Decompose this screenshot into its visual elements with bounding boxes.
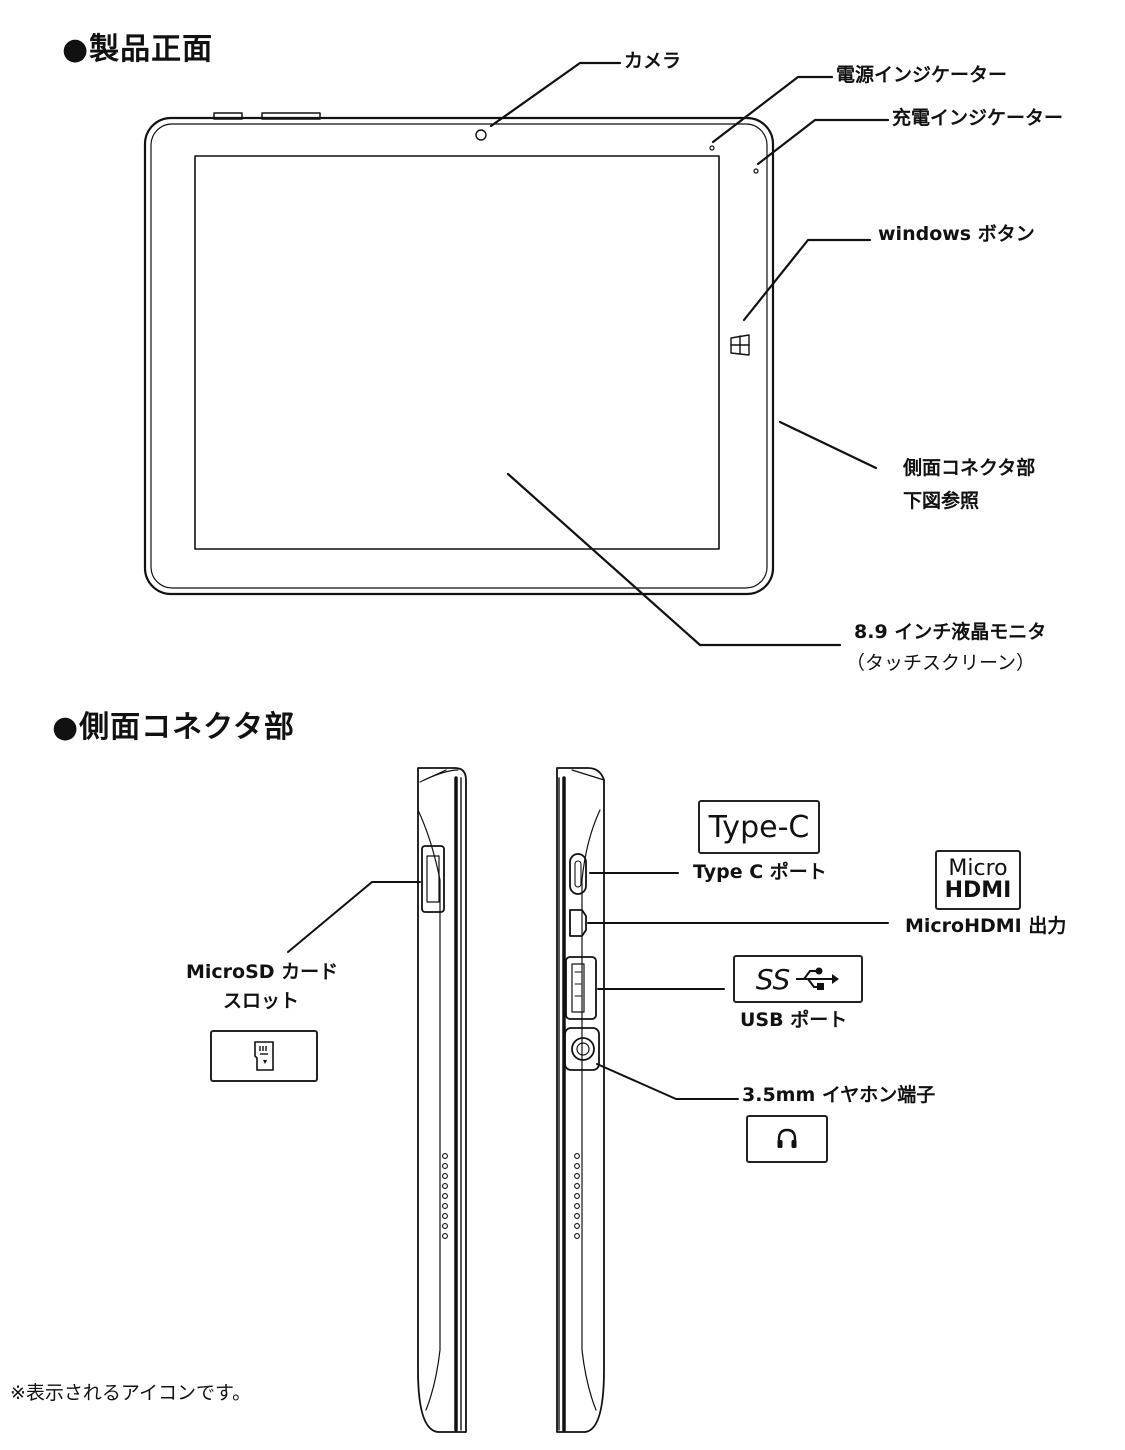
left-speaker-holes <box>442 1153 448 1239</box>
micro-hdmi-badge-top: Micro <box>948 856 1008 881</box>
charge-indicator-dot <box>753 168 759 174</box>
microsd-label-line1: MicroSD カード <box>186 961 339 983</box>
type-c-badge-text: Type-C <box>708 809 810 845</box>
side-connector-label: 側面コネクタ部 下図参照 <box>903 456 1035 513</box>
micro-hdmi-badge-bottom: HDMI <box>944 878 1012 903</box>
headphone-icon <box>777 1128 797 1148</box>
usb-ss-badge-text: SS <box>755 962 791 996</box>
monitor-label-line1: 8.9 インチ液晶モニタ <box>854 621 1047 643</box>
micro-hdmi-output-label: MicroHDMI 出力 <box>905 915 1067 937</box>
charge-indicator-label: 充電インジケーター <box>892 107 1064 129</box>
micro-hdmi-port <box>569 909 587 937</box>
side-connector-label-line2: 下図参照 <box>903 489 980 512</box>
camera-lens <box>475 129 487 141</box>
screen <box>194 155 720 550</box>
usb-trident-icon <box>796 967 840 990</box>
microsd-badge <box>210 1030 318 1082</box>
microsd-card-icon <box>254 1041 274 1071</box>
usb-ss-badge: SS <box>733 955 863 1003</box>
earphone-jack-label: 3.5mm イヤホン端子 <box>742 1084 936 1106</box>
monitor-label: 8.9 インチ液晶モニタ （タッチスクリーン） <box>846 620 1047 675</box>
front-leader-lines <box>489 61 890 647</box>
side-connector-label-line1: 側面コネクタ部 <box>903 457 1036 479</box>
microsd-slot <box>421 845 445 913</box>
type-c-badge: Type-C <box>698 800 820 854</box>
camera-label: カメラ <box>624 50 682 72</box>
usb-port <box>565 956 597 1020</box>
windows-logo-icon <box>730 334 750 356</box>
tablet-left-side-view <box>417 767 467 1433</box>
footnote: ※表示されるアイコンです。 <box>10 1382 252 1404</box>
headphone-badge <box>746 1115 828 1163</box>
usb-port-label: USB ポート <box>740 1009 848 1031</box>
windows-button-label: windows ボタン <box>878 223 1035 245</box>
type-c-port-label: Type C ポート <box>693 861 827 883</box>
tablet-right-side-view <box>556 767 605 1433</box>
power-indicator-dot <box>709 145 715 151</box>
tablet-front-body <box>143 112 775 596</box>
earphone-jack <box>564 1027 600 1071</box>
right-speaker-holes <box>574 1153 580 1239</box>
side-leader-lines <box>287 872 889 1100</box>
type-c-port <box>569 853 587 895</box>
microsd-label-line2: スロット <box>222 989 299 1012</box>
power-indicator-label: 電源インジケーター <box>836 64 1008 86</box>
micro-hdmi-badge: Micro HDMI <box>935 850 1021 910</box>
front-section-title: ●製品正面 <box>62 32 214 67</box>
side-section-title: ●側面コネクタ部 <box>52 710 295 745</box>
microsd-slot-label: MicroSD カード スロット <box>186 960 339 1013</box>
monitor-label-line2: （タッチスクリーン） <box>846 651 1036 674</box>
